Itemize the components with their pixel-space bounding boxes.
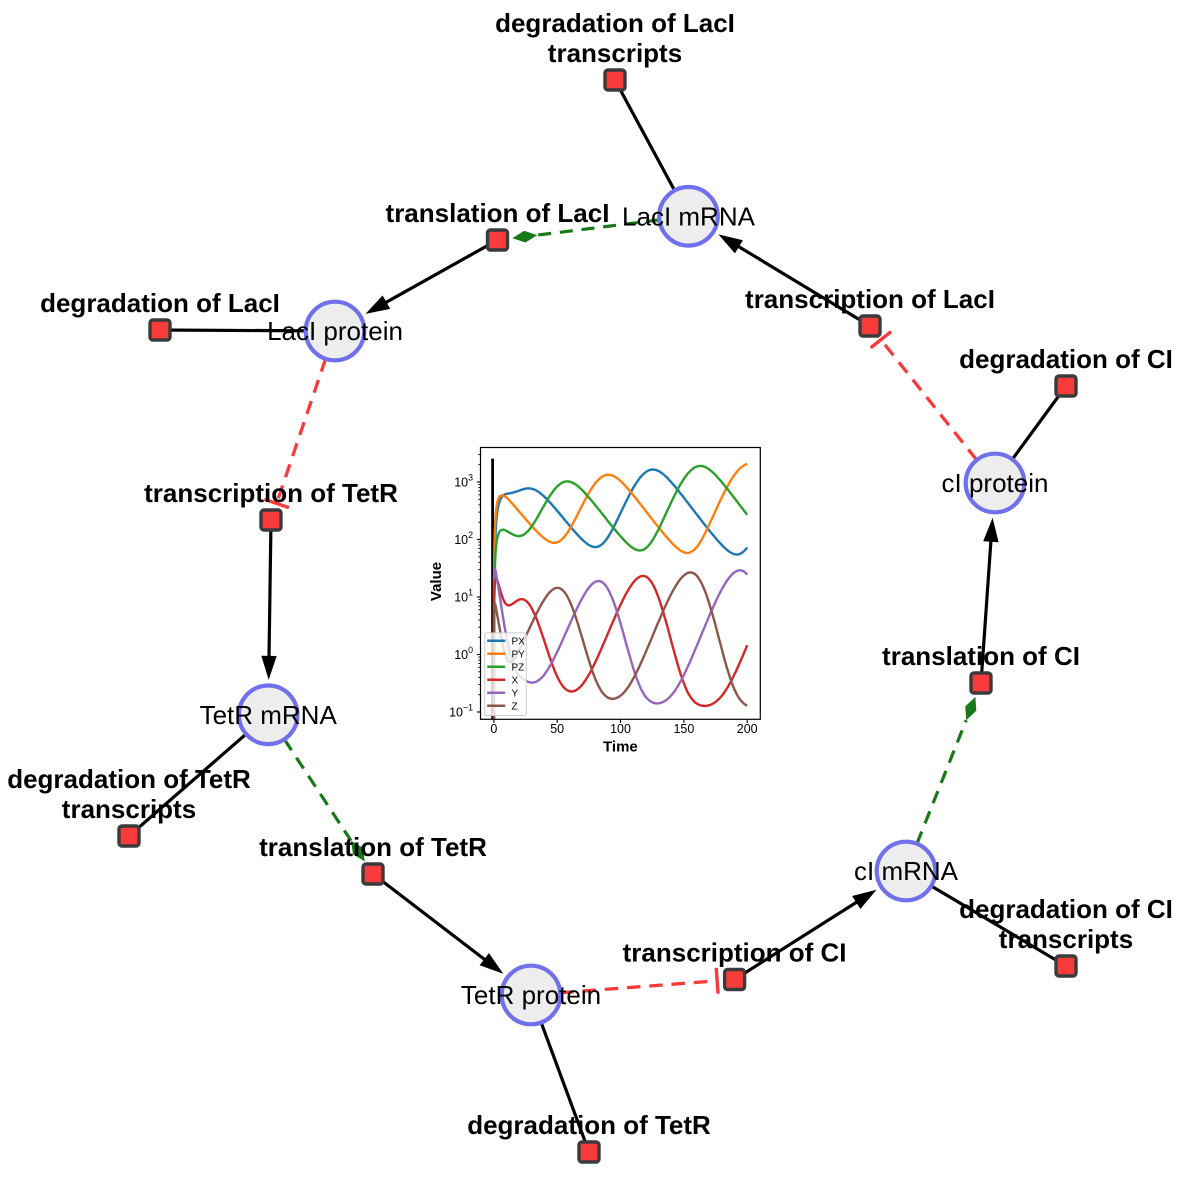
svg-text:LacI mRNA: LacI mRNA bbox=[622, 201, 756, 231]
svg-text:cI protein: cI protein bbox=[942, 468, 1049, 498]
svg-text:degradation of CI: degradation of CI bbox=[959, 344, 1173, 374]
svg-text:Z: Z bbox=[512, 701, 518, 712]
svg-text:PY: PY bbox=[512, 649, 526, 660]
svg-text:transcription of CI: transcription of CI bbox=[623, 938, 847, 968]
svg-text:150: 150 bbox=[673, 722, 694, 736]
svg-text:transcripts: transcripts bbox=[999, 924, 1133, 954]
svg-text:degradation of TetR: degradation of TetR bbox=[7, 764, 251, 794]
svg-text:cI mRNA: cI mRNA bbox=[854, 856, 959, 886]
svg-text:Y: Y bbox=[512, 688, 519, 699]
svg-text:X: X bbox=[512, 675, 519, 686]
svg-text:TetR protein: TetR protein bbox=[461, 980, 601, 1010]
svg-text:200: 200 bbox=[737, 722, 758, 736]
svg-text:PZ: PZ bbox=[512, 662, 525, 673]
svg-text:Time: Time bbox=[603, 739, 638, 756]
svg-text:50: 50 bbox=[550, 722, 564, 736]
svg-text:translation of CI: translation of CI bbox=[882, 641, 1080, 671]
svg-text:degradation of CI: degradation of CI bbox=[959, 894, 1173, 924]
svg-text:transcription of LacI: transcription of LacI bbox=[745, 284, 995, 314]
svg-text:translation of LacI: translation of LacI bbox=[386, 198, 610, 228]
svg-text:degradation of LacI: degradation of LacI bbox=[40, 288, 280, 318]
svg-text:TetR mRNA: TetR mRNA bbox=[200, 700, 338, 730]
svg-text:transcription of TetR: transcription of TetR bbox=[144, 478, 398, 508]
svg-text:Value: Value bbox=[428, 562, 445, 601]
svg-text:transcripts: transcripts bbox=[548, 38, 682, 68]
svg-text:0: 0 bbox=[490, 722, 497, 736]
svg-text:LacI protein: LacI protein bbox=[267, 316, 403, 346]
svg-text:translation of TetR: translation of TetR bbox=[259, 832, 487, 862]
svg-text:PX: PX bbox=[512, 636, 526, 647]
svg-text:degradation of TetR: degradation of TetR bbox=[467, 1110, 711, 1140]
svg-text:transcripts: transcripts bbox=[62, 794, 196, 824]
svg-text:degradation of LacI: degradation of LacI bbox=[495, 8, 735, 38]
svg-text:100: 100 bbox=[610, 722, 631, 736]
